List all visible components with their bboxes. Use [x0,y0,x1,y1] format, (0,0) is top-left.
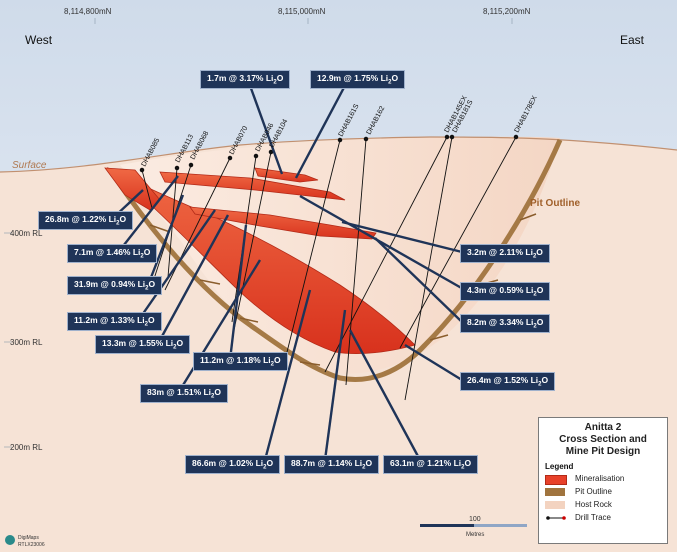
northing-label: 8,115,200mN [483,7,531,16]
legend-item-label: Pit Outline [575,487,612,496]
pit-outline-swatch [545,488,565,496]
pit-outline-bench [149,213,537,366]
intercept-box: 11.2m @ 1.18% Li2O [193,352,288,371]
legend-title-line: Cross Section and [559,434,647,445]
west-label: West [25,33,53,47]
surface-line [0,136,677,173]
intercept-box: 86.6m @ 1.02% Li2O [185,455,281,474]
scale-unit: Metres [466,532,484,538]
mineralisation-swatch [545,475,567,485]
legend-item: Host Rock [545,499,667,512]
drill-trace-icon [546,516,566,520]
host-rock-swatch [545,501,565,509]
intercept-box: 8.2m @ 3.34% Li2O [460,314,551,333]
rl-label: 300m RL [10,338,43,347]
northing-label: 8,114,800mN [64,7,112,16]
legend-item-label: Host Rock [575,500,612,509]
logo-icon [5,535,15,545]
legend-title-line: Anitta 2 [584,422,622,433]
intercept-box: 31.9m @ 0.94% Li2O [67,276,163,295]
logo-line-1: DigiMaps [18,535,39,541]
intercept-box: 88.7m @ 1.14% Li2O [284,455,380,474]
east-label: East [620,33,645,47]
intercept-box: 26.8m @ 1.22% Li2O [38,211,134,230]
legend-item: Pit Outline [545,486,667,499]
intercept-box: 11.2m @ 1.33% Li2O [67,312,162,331]
surface-label: Surface [12,160,47,171]
northing-label: 8,115,000mN [278,7,326,16]
intercept-box: 7.1m @ 1.46% Li2O [67,244,158,263]
logo-line-2: RTLX23006 [18,542,45,548]
legend-heading: Legend [545,462,574,471]
scale-value: 100 [469,516,481,523]
rl-label: 400m RL [10,229,43,238]
mineralisation-lens-1 [159,171,346,201]
pit-outline-shape [107,138,563,382]
pit-outline-label: Pit Outline [530,198,580,209]
legend-item-label: Drill Trace [575,513,612,522]
intercept-box: 26.4m @ 1.52% Li2O [460,372,556,391]
mineralisation-main [107,167,416,354]
intercept-box: 63.1m @ 1.21% Li2O [383,455,479,474]
legend-item-label: Mineralisation [575,474,625,483]
intercept-box: 4.3m @ 0.59% Li2O [460,282,551,301]
intercept-box: 83m @ 1.51% Li2O [140,384,229,403]
legend-item: Mineralisation [545,473,667,486]
intercept-box: 3.2m @ 2.11% Li2O [460,244,550,263]
scale-bar [420,524,527,527]
legend-title-line: Mine Pit Design [565,446,641,457]
intercept-box: 13.3m @ 1.55% Li2O [95,335,191,354]
intercept-box: 1.7m @ 3.17% Li2O [200,70,291,89]
mineralisation-lens-2 [189,206,377,240]
rl-label: 200m RL [10,443,43,452]
mineralisation-lens-3 [254,167,319,183]
intercept-box: 12.9m @ 1.75% Li2O [310,70,406,89]
grid-ticks [4,18,513,448]
legend-panel: Anitta 2 Cross Section and Mine Pit Desi… [538,417,668,544]
legend-item: Drill Trace [545,512,667,525]
